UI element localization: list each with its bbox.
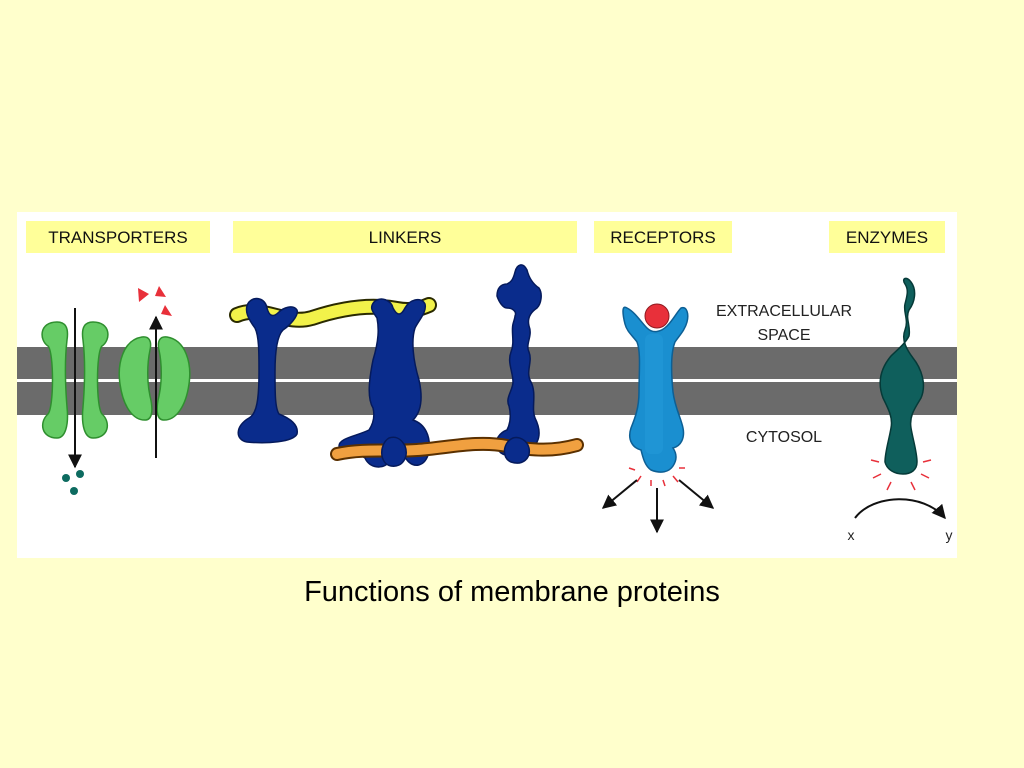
header-linkers: LINKERS xyxy=(369,228,442,247)
header-box-enzymes xyxy=(829,221,945,253)
linker-protein-right xyxy=(495,264,542,457)
header-enzymes: ENZYMES xyxy=(846,228,928,247)
header-box-receptors xyxy=(594,221,732,253)
receptor-activation-marks xyxy=(628,467,685,487)
header-transporters: TRANSPORTERS xyxy=(48,228,188,247)
transporter-carrier xyxy=(118,315,191,458)
extracellular-space-label-line2: SPACE xyxy=(757,327,810,344)
transported-solute-dots xyxy=(62,470,84,495)
receptor-signal-arrows xyxy=(601,479,715,534)
reaction-substrate-label: x xyxy=(848,527,855,543)
figure-caption: Functions of membrane proteins xyxy=(304,576,720,608)
reaction-product-label: y xyxy=(946,527,953,543)
extracellular-space-label-line1: EXTRACELLULAR xyxy=(716,303,852,320)
header-box-transporters xyxy=(26,221,210,253)
header-box-linkers xyxy=(233,221,577,253)
transporter-channel xyxy=(41,308,109,469)
enzyme-activation-marks xyxy=(870,459,932,491)
receptor-protein xyxy=(622,306,689,473)
diagram-canvas: TRANSPORTERS LINKERS RECEPTORS ENZYMES E… xyxy=(17,221,957,543)
linker-protein-middle xyxy=(338,298,431,468)
cytosol-label: CYTOSOL xyxy=(746,429,822,446)
signal-molecule-ligand xyxy=(644,303,670,329)
linker-protein-left xyxy=(237,297,298,444)
membrane-protein-diagram: TRANSPORTERS LINKERS RECEPTORS ENZYMES E… xyxy=(17,212,957,558)
incoming-solute-triangles xyxy=(138,286,172,316)
enzyme-reaction-arrow xyxy=(854,498,946,520)
enzyme-protein xyxy=(879,277,925,475)
header-receptors: RECEPTORS xyxy=(610,228,716,247)
